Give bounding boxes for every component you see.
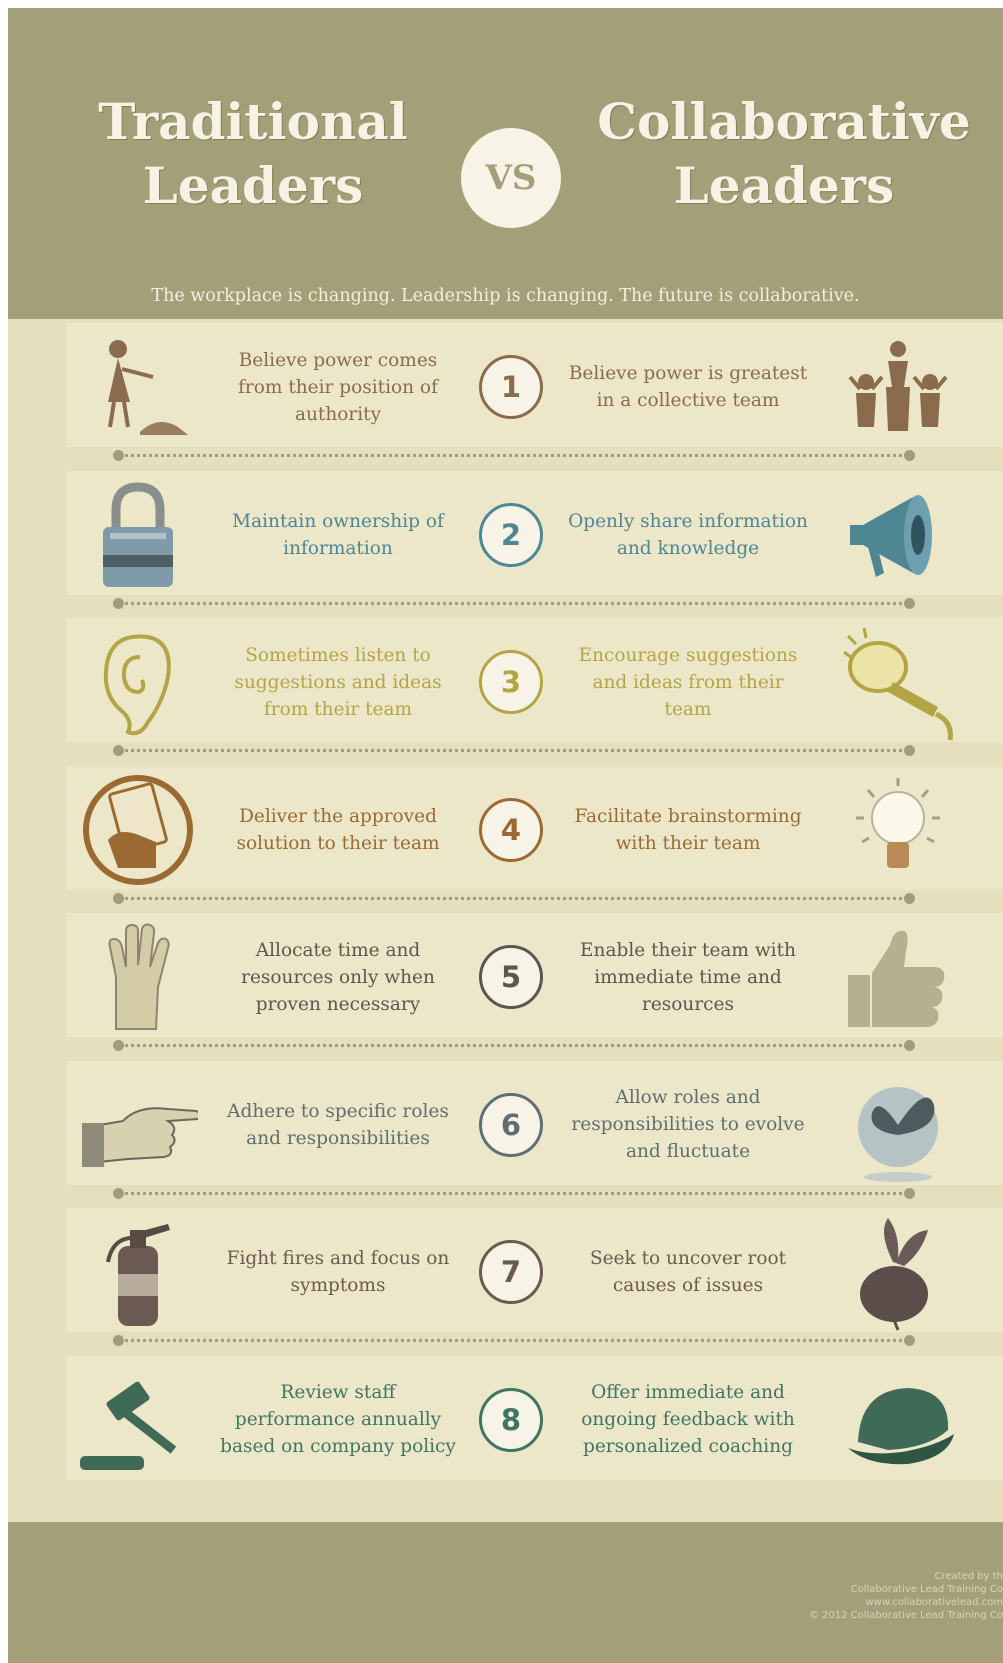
collaborative-text: Allow roles and responsibilities to evol… [571, 1087, 805, 1162]
comparison-row: Fight fires and focus on symptoms 7 Seek t… [8, 1202, 1003, 1346]
beet-root-icon [860, 1218, 928, 1331]
row-number-badge: 7 [479, 1240, 543, 1304]
divider-end-dot [904, 450, 915, 461]
dotted-divider [118, 1191, 910, 1195]
raised-hand-icon [108, 923, 170, 1030]
microphone-icon [843, 627, 953, 741]
coach-cap-icon [848, 1387, 954, 1464]
traditional-text: Allocate time and resources only when pr… [241, 939, 435, 1015]
light-bulb-icon [856, 777, 940, 868]
collaborative-text: Enable their team with immediate time an… [580, 939, 796, 1015]
divider-end-dot [113, 1040, 124, 1051]
comparison-row: Sometimes listen to suggestions and idea… [8, 612, 1003, 756]
row-number-badge: 6 [479, 1092, 543, 1157]
comparison-row: Adhere to specific roles and responsibil… [8, 1055, 1003, 1199]
collaborative-text: Seek to uncover root causes of issues [589, 1248, 787, 1296]
traditional-text: Fight fires and focus on symptoms [226, 1248, 450, 1296]
comparison-row: Deliver the approved solution to their t… [8, 760, 1003, 904]
traditional-text: Sometimes listen to suggestions and idea… [234, 644, 442, 720]
butterfly-icon [858, 1086, 938, 1182]
divider-end-dot [904, 892, 915, 904]
traditional-text: Deliver the approved solution to their t… [236, 805, 440, 854]
dotted-divider [118, 749, 910, 752]
comparison-row: Allocate time and resources only when pr… [8, 907, 1003, 1051]
cheering-team-icon [848, 341, 948, 431]
collaborative-text: Believe power is greatest in a collectiv… [568, 363, 808, 411]
megaphone-icon [850, 494, 932, 577]
divider-end-dot [904, 1040, 915, 1051]
collaborative-text: Offer immediate and ongoing feedback wit… [581, 1382, 795, 1457]
gavel-icon [80, 1381, 177, 1470]
dotted-divider [118, 601, 910, 605]
dotted-divider [118, 896, 910, 900]
comparison-row: Believe power comes from their position … [8, 317, 1003, 461]
vs-badge: VS [461, 128, 561, 228]
divider-end-dot [113, 597, 124, 609]
dotted-divider [118, 1339, 910, 1342]
divider-end-dot [113, 1187, 124, 1199]
pointing-hand-icon [82, 1106, 198, 1167]
row-number-badge: 2 [479, 502, 543, 567]
fire-extinguisher-icon [106, 1224, 170, 1326]
dotted-divider [118, 1044, 910, 1047]
row-number-badge: 4 [479, 797, 543, 862]
collaborative-text: Facilitate brainstorming with their team [574, 805, 802, 854]
row-number-badge: 1 [479, 355, 543, 419]
row-number-badge: 5 [479, 945, 543, 1009]
divider-end-dot [904, 1335, 915, 1346]
divider-end-dot [113, 892, 124, 904]
divider-end-dot [904, 597, 915, 609]
traditional-text: Maintain ownership of information [232, 510, 444, 559]
title-collaborative-leaders: Collaborative Leaders [597, 92, 971, 215]
ear-icon [103, 634, 171, 736]
divider-end-dot [113, 450, 124, 461]
clipboard-icon [83, 774, 193, 885]
infographic: Traditional Leaders VS Collaborative Lea… [8, 8, 1003, 1663]
credit-text: Created by th Collaborative Lead Trainin… [808, 1571, 1003, 1621]
collaborative-text: Encourage suggestions and ideas from the… [578, 644, 798, 720]
footer-banner: Created by th Collaborative Lead Trainin… [8, 1522, 1003, 1663]
comparison-row: Review staff performance annually based … [8, 1350, 1003, 1490]
divider-end-dot [113, 745, 124, 756]
thumbs-up-icon [848, 930, 945, 1027]
divider-end-dot [904, 1187, 915, 1199]
row-number-badge: 8 [479, 1387, 543, 1452]
title-traditional-leaders: Traditional Leaders [98, 92, 408, 215]
collaborative-text: Openly share information and knowledge [568, 510, 808, 559]
divider-end-dot [904, 745, 915, 756]
header-banner: Traditional Leaders VS Collaborative Lea… [8, 8, 1003, 319]
comparison-row: Maintain ownership of information 2 Openly… [8, 465, 1003, 609]
dotted-divider [118, 454, 910, 457]
divider-end-dot [113, 1335, 124, 1346]
traditional-text: Believe power comes from their position … [238, 349, 438, 425]
traditional-text: Review staff performance annually based … [220, 1382, 456, 1457]
row-number-badge: 3 [479, 650, 543, 714]
traditional-text: Adhere to specific roles and responsibil… [227, 1100, 449, 1149]
tagline: The workplace is changing. Leadership is… [151, 286, 860, 306]
padlock-icon [103, 481, 173, 587]
pointing-figure-icon [108, 340, 188, 435]
